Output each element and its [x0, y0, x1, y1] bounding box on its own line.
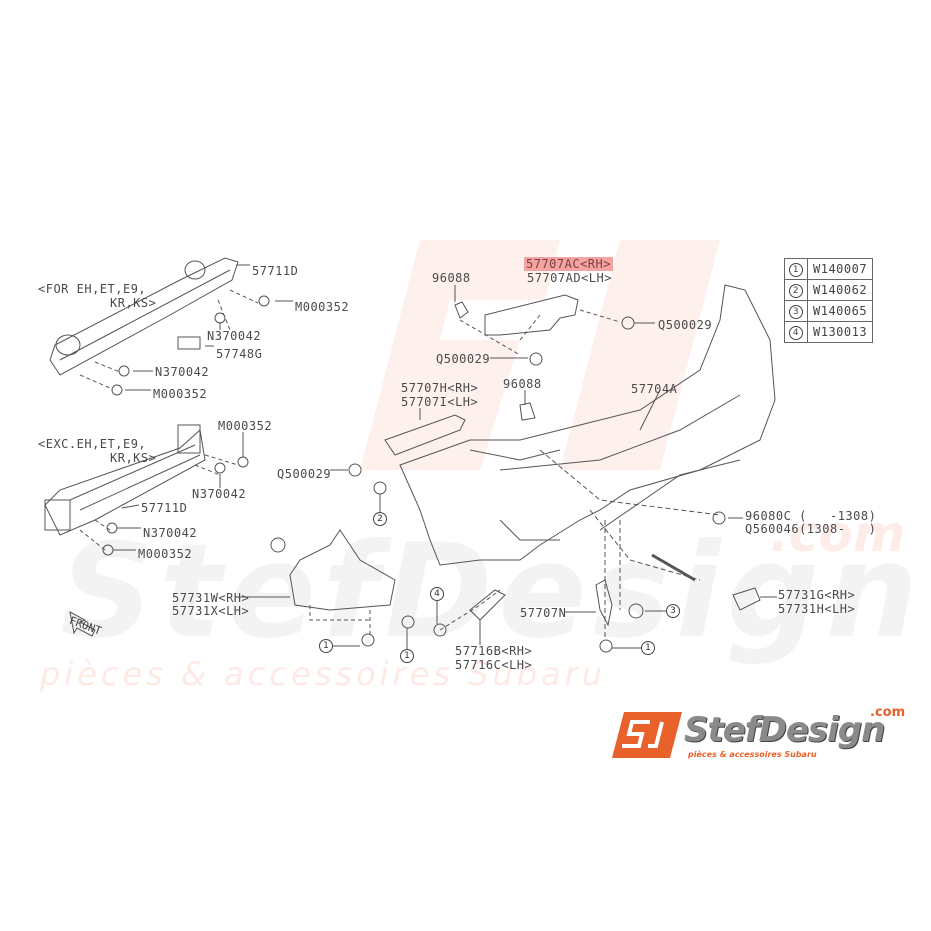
legend-num: 2 — [789, 284, 803, 298]
stefdesign-logo: StefDesign .com pièces & accessoires Sub… — [612, 705, 922, 763]
label-side-rh: 57707H<RH> — [401, 381, 479, 395]
callout-3: 3 — [666, 604, 680, 618]
label-upper-note-line2: KR,KS> — [110, 296, 157, 310]
label-reflector-lh: 57731H<LH> — [778, 602, 856, 616]
label-reflector-rh: 57731G<RH> — [778, 588, 856, 602]
label-screw-a: Q500029 — [658, 318, 713, 332]
bracket-drawing — [454, 285, 655, 366]
label-clip-b: 96088 — [503, 377, 542, 391]
label-side-lh: 57707I<LH> — [401, 395, 479, 409]
bumper-drawing — [399, 284, 776, 640]
label-bracket-rh-highlighted: 57707AC<RH> — [524, 257, 613, 271]
label-lower-nut-right: N370042 — [192, 487, 247, 501]
label-stay: 57707N — [520, 606, 567, 620]
label-clip-a: 96088 — [432, 271, 471, 285]
callout-1: 1 — [641, 641, 655, 655]
cover-drawing — [433, 589, 506, 645]
legend-part: W140007 — [806, 258, 874, 280]
legend-num: 4 — [789, 326, 803, 340]
label-screw-c: Q500029 — [277, 467, 332, 481]
label-lower-note-line1: <EXC.EH,ET,E9, — [38, 437, 147, 451]
label-upper-nut-left: N370042 — [155, 365, 210, 379]
label-fastener-1: 96080C ( -1308) — [745, 509, 877, 523]
label-screw-b: Q500029 — [436, 352, 491, 366]
upper-beam-drawing — [49, 257, 293, 396]
label-lower-bolt-left: M000352 — [138, 547, 193, 561]
callout-1: 1 — [319, 639, 333, 653]
label-bracket-lh: 57707AD<LH> — [527, 271, 612, 285]
sd-logo-mark-icon — [612, 712, 682, 758]
label-beam-lower: 57711D — [141, 501, 188, 515]
label-upper-note-line1: <FOR EH,ET,E9, — [38, 282, 147, 296]
callout-4: 4 — [430, 587, 444, 601]
label-upper-pad: 57748G — [216, 347, 263, 361]
legend-num: 3 — [789, 305, 803, 319]
legend-part: W130013 — [806, 321, 874, 343]
label-guard-rh: 57731W<RH> — [172, 591, 250, 605]
label-bumper: 57704A — [631, 382, 678, 396]
label-lower-note-line2: KR,KS> — [110, 451, 157, 465]
label-upper-bolt-right: M000352 — [295, 300, 350, 314]
watermark-tagline: pièces & accessoires Subaru — [40, 655, 607, 693]
label-fastener-2: Q560046(1308- ) — [745, 522, 877, 536]
label-upper-nut-right: N370042 — [207, 329, 262, 343]
label-lower-nut-left: N370042 — [143, 526, 198, 540]
logo-name: StefDesign — [684, 710, 885, 750]
label-guard-lh: 57731X<LH> — [172, 604, 250, 618]
callout-1: 1 — [400, 649, 414, 663]
logo-com: .com — [870, 705, 906, 720]
legend-part: W140062 — [806, 279, 874, 301]
label-lower-bolt-right: M000352 — [218, 419, 273, 433]
callout-2: 2 — [373, 512, 387, 526]
lower-beam-drawing — [44, 424, 249, 556]
label-beam-upper: 57711D — [252, 264, 299, 278]
watermark-brand: StefDesign — [60, 515, 925, 667]
label-upper-bolt-left: M000352 — [153, 387, 208, 401]
watermark-com: .com — [770, 505, 906, 563]
front-arrow — [69, 611, 96, 637]
legend-part: W140065 — [806, 300, 874, 322]
legend-num: 1 — [789, 263, 803, 277]
stay-drawing — [565, 579, 668, 653]
label-cover-lh: 57716C<LH> — [455, 658, 533, 672]
side-bracket-drawing — [330, 389, 661, 514]
logo-tagline: pièces & accessoires Subaru — [688, 750, 817, 759]
label-cover-rh: 57716B<RH> — [455, 644, 533, 658]
reflector-drawing — [712, 511, 777, 611]
mudguard-drawing — [237, 529, 415, 650]
